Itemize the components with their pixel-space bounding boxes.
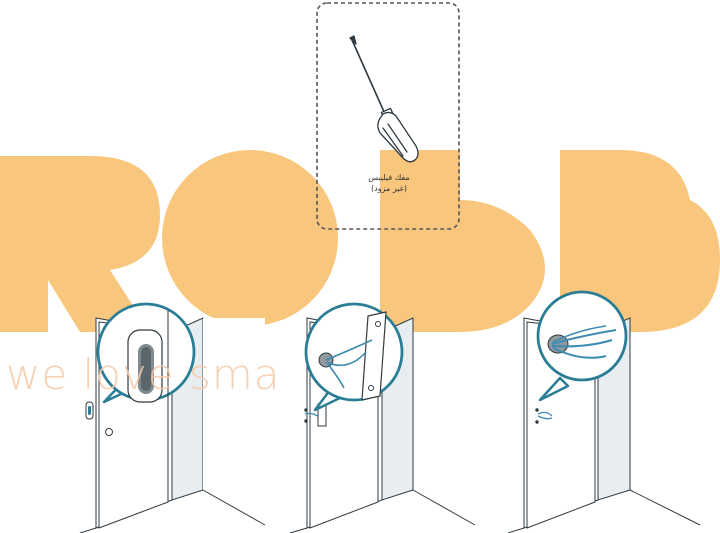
tool-caption-note: (غير مزود) [322,184,456,194]
door-knob [106,429,113,436]
watermark-letter-o [162,150,338,326]
tool-caption-name: مفك فيليبس [322,173,456,183]
watermark-tagline: we love sma [6,350,280,399]
screwdriver-icon [350,36,418,162]
